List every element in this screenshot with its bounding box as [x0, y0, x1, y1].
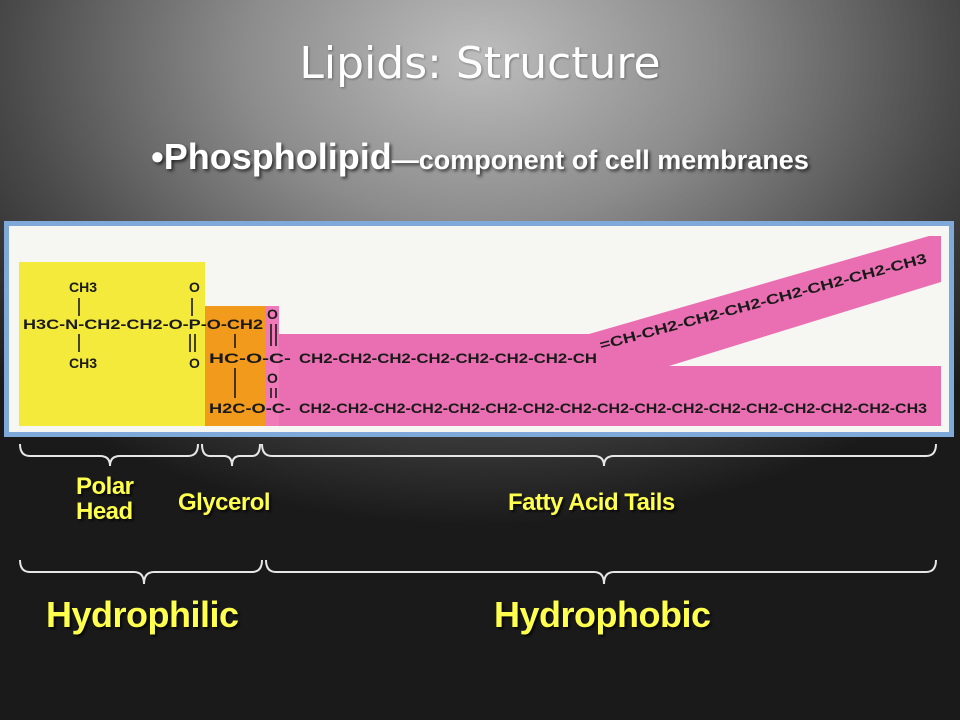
- polar-head-region: [19, 262, 205, 426]
- upper-tail-straight: CH2-CH2-CH2-CH2-CH2-CH2-CH2-CH: [299, 350, 597, 366]
- glycerol-bottom-carbon: H2C-O-C-: [209, 400, 291, 416]
- phosphate-o-top: O: [189, 279, 200, 295]
- label-polar: Polar: [76, 473, 134, 500]
- label-polar-head: Polar Head: [76, 473, 156, 526]
- label-head: Head: [76, 498, 133, 526]
- brace-glycerol: [201, 443, 261, 467]
- slide-subtitle: •Phospholipid—component of cell membrane…: [0, 136, 960, 178]
- brace-fatty-acid-tails: [261, 443, 937, 467]
- brace-hydrophobic: [265, 559, 937, 585]
- phospholipid-structure-diagram: CH3 H3C-N-CH2-CH2-O-P-O-CH2 CH3 O O HC-O…: [19, 236, 941, 426]
- bond-lines: [78, 298, 277, 398]
- lower-tail-chain: CH2-CH2-CH2-CH2-CH2-CH2-CH2-CH2-CH2-CH2-…: [299, 400, 927, 416]
- slide-title: Lipids: Structure: [299, 38, 661, 89]
- head-ch3-top: CH3: [69, 279, 97, 295]
- subtitle-rest: —component of cell membranes: [391, 145, 809, 175]
- subtitle-main: Phospholipid: [163, 136, 392, 177]
- label-fatty-acid-tails: Fatty Acid Tails: [508, 489, 675, 516]
- phosphate-o-bottom: O: [189, 355, 200, 371]
- carbonyl-o-top: O: [267, 306, 278, 322]
- brace-polar-head: [19, 443, 199, 467]
- head-ch3-bottom: CH3: [69, 355, 97, 371]
- label-hydrophilic: Hydrophilic: [46, 594, 239, 635]
- label-glycerol: Glycerol: [178, 489, 271, 516]
- carbonyl-o-bottom: O: [267, 370, 278, 386]
- head-main-line: H3C-N-CH2-CH2-O-P-O-CH2: [23, 316, 263, 332]
- phospholipid-diagram-frame: CH3 H3C-N-CH2-CH2-O-P-O-CH2 CH3 O O HC-O…: [4, 221, 954, 437]
- brace-hydrophilic: [19, 559, 263, 585]
- glycerol-middle-carbon: HC-O-C-: [209, 350, 291, 366]
- glycerol-region: [205, 306, 267, 426]
- subtitle-bullet: •: [151, 136, 164, 177]
- fatty-acid-tails-region: [265, 236, 941, 426]
- label-hydrophobic: Hydrophobic: [494, 594, 711, 635]
